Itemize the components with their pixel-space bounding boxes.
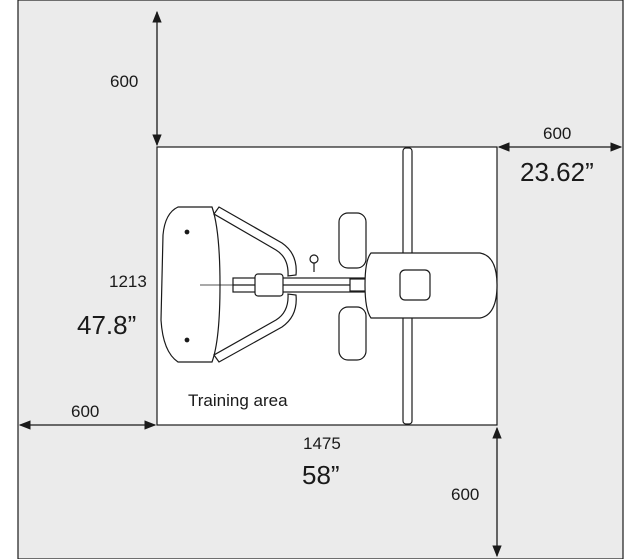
seat-bolt <box>184 229 190 235</box>
bottom-clearance-label: 600 <box>451 485 479 504</box>
right-clearance-in-label: 23.62” <box>520 157 594 187</box>
seat-pad <box>160 206 221 363</box>
adjust-knob <box>309 254 319 264</box>
width-in-label: 58” <box>302 460 340 490</box>
height-in-label: 47.8” <box>77 310 136 340</box>
rail-clamp <box>254 273 284 297</box>
width-mm-label: 1475 <box>303 434 341 453</box>
training-area-label: Training area <box>188 391 288 410</box>
equipment-top-view <box>160 147 498 425</box>
top-clearance-label: 600 <box>110 72 138 91</box>
frame-arm-lower <box>213 293 297 363</box>
right-clearance-mm-label: 600 <box>543 124 571 143</box>
seat-bolt <box>184 337 190 343</box>
rear-bracket <box>399 269 431 301</box>
wheel-upper <box>338 212 367 269</box>
wheel-lower <box>338 306 367 361</box>
height-mm-label: 1213 <box>109 272 147 291</box>
left-clearance-label: 600 <box>71 402 99 421</box>
frame-arm-upper <box>213 206 297 277</box>
rear-body <box>364 252 498 319</box>
